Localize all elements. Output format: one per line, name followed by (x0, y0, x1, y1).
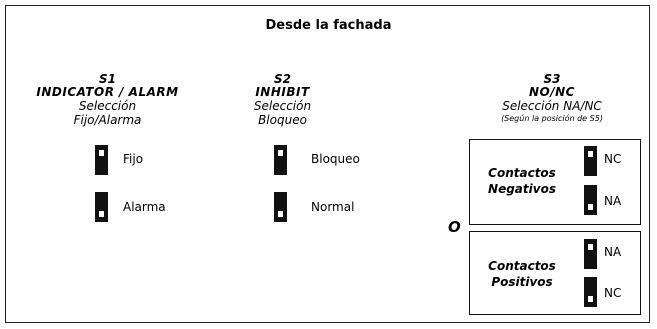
s2-code: S2 (274, 72, 291, 86)
s2-bloqueo-label: Bloqueo (311, 152, 360, 166)
s2-desc-line1: Selección (253, 99, 312, 113)
s2-name: INHIBIT (255, 85, 310, 99)
positive-contacts-line1: Contactos (488, 259, 556, 273)
negative-contacts-line2: Negativos (488, 182, 556, 196)
s3-negative-na-switch[interactable] (584, 185, 597, 215)
s2-bloqueo-switch[interactable] (274, 145, 287, 175)
s3-code: S3 (543, 72, 561, 86)
negative-contacts-label: Contactos Negativos (472, 165, 572, 197)
negative-contacts-box (469, 139, 641, 225)
s3-note: (Según la posición de S5) (501, 114, 603, 123)
s2-header: S2 INHIBIT Selección Bloqueo (220, 72, 345, 128)
switch-knob (278, 150, 283, 156)
diagram-frame (5, 5, 650, 323)
s1-name: INDICATOR / ALARM (36, 85, 179, 99)
s2-normal-switch[interactable] (274, 192, 287, 222)
switch-knob (588, 296, 593, 302)
switch-knob (588, 151, 593, 157)
s3-negative-na-label: NA (604, 194, 622, 208)
s1-desc-line1: Selección (78, 99, 137, 113)
s1-desc-line2: Fijo/Alarma (73, 113, 142, 127)
s1-code: S1 (99, 72, 116, 86)
switch-knob (99, 211, 104, 217)
s3-desc: Selección NA/NC (502, 99, 602, 113)
switch-knob (588, 204, 593, 210)
positive-contacts-line2: Positivos (491, 275, 553, 289)
switch-knob (99, 150, 104, 156)
positive-contacts-box (469, 231, 641, 315)
switch-knob (588, 244, 593, 250)
s2-desc-line2: Bloqueo (258, 113, 307, 127)
s1-alarma-switch[interactable] (95, 192, 108, 222)
positive-contacts-label: Contactos Positivos (472, 258, 572, 290)
s3-header: S3 NO/NC Selección NA/NC (Según la posic… (462, 73, 642, 125)
s1-header: S1 INDICATOR / ALARM Selección Fijo/Alar… (20, 72, 195, 128)
s3-negative-nc-label: NC (604, 152, 622, 166)
s3-negative-nc-switch[interactable] (584, 146, 597, 176)
s1-alarma-label: Alarma (123, 200, 166, 214)
s1-fijo-switch[interactable] (95, 145, 108, 175)
or-label: O (448, 218, 461, 236)
s3-positive-nc-switch[interactable] (584, 277, 597, 307)
s3-positive-nc-label: NC (604, 286, 622, 300)
s3-name: NO/NC (529, 85, 575, 99)
s1-fijo-label: Fijo (123, 152, 144, 166)
s3-positive-na-switch[interactable] (584, 239, 597, 269)
negative-contacts-line1: Contactos (488, 166, 556, 180)
s2-normal-label: Normal (311, 200, 355, 214)
switch-knob (278, 211, 283, 217)
diagram-title: Desde la fachada (265, 18, 392, 33)
s3-positive-na-label: NA (604, 245, 622, 259)
